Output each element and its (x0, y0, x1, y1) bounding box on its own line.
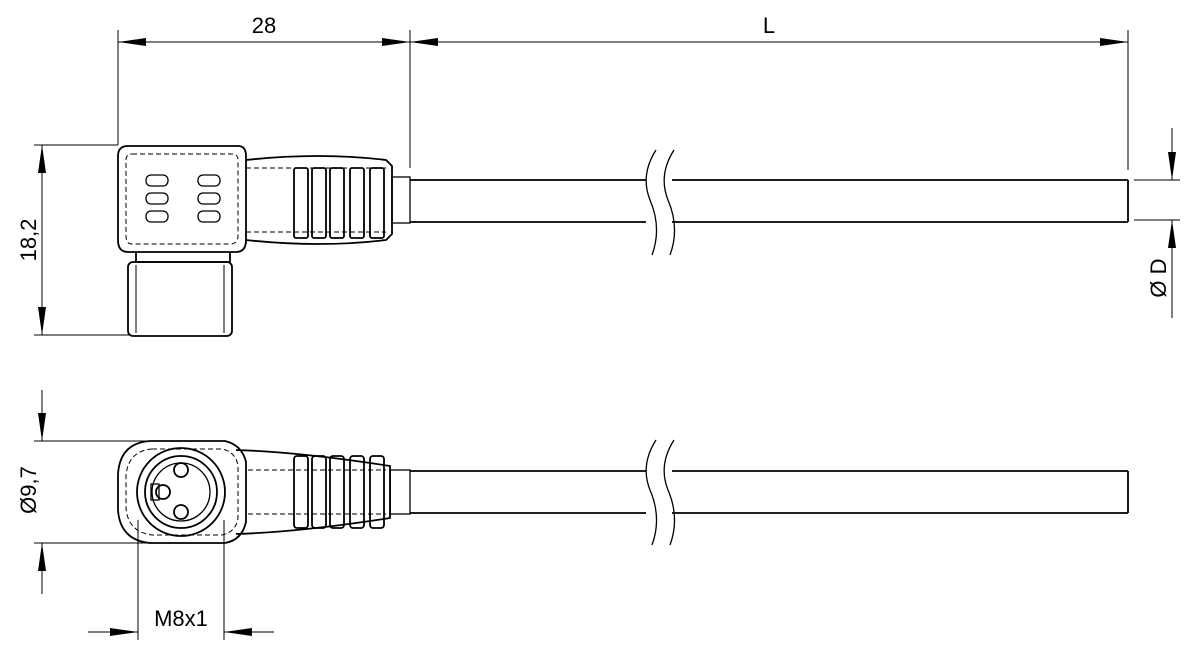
cable-side (410, 149, 1129, 256)
dimension-diameter-D-label: Ø D (1146, 258, 1171, 297)
dimension-cable-diameter: Ø D (1134, 128, 1180, 318)
break-mark-right (663, 149, 676, 256)
dimension-thread: M8x1 (88, 520, 274, 640)
dimension-head-diameter: Ø9,7 (16, 390, 180, 594)
cable-front (410, 439, 1129, 546)
strain-relief-side (245, 155, 411, 245)
break-mark-left (645, 439, 658, 546)
strain-relief-front (235, 449, 411, 535)
coupling-nut-side (127, 252, 233, 337)
dimension-cable-length: L (410, 13, 1129, 170)
dimension-L-label: L (763, 13, 775, 38)
connector-face (117, 440, 247, 544)
contact-pin-2 (155, 484, 171, 500)
break-mark-right (663, 439, 676, 546)
contact-pin-1 (173, 462, 189, 478)
dimension-9-7-label: Ø9,7 (16, 466, 41, 514)
break-mark-left (645, 149, 658, 256)
side-view: 28 L 18,2 Ø D (16, 13, 1180, 337)
front-view: Ø9,7 M8x1 (16, 390, 1129, 640)
dimension-M8x1-label: M8x1 (154, 606, 208, 631)
dimension-connector-length: 28 (117, 13, 411, 168)
dimension-28-label: 28 (252, 13, 276, 38)
contact-pin-3 (173, 504, 189, 520)
dimension-18-2-label: 18,2 (16, 219, 41, 262)
connector-body-side (117, 145, 247, 253)
dimension-connector-height: 18,2 (16, 144, 130, 336)
